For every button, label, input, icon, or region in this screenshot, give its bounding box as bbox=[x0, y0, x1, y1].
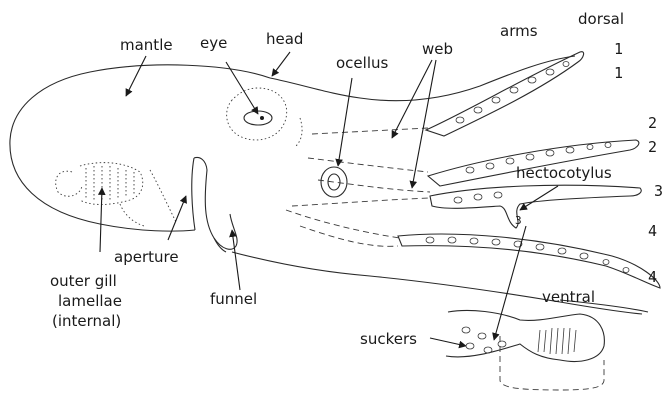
label-ventral: ventral bbox=[542, 288, 595, 306]
label-eye: eye bbox=[200, 34, 227, 52]
arrow-hectocotylus-inset bbox=[494, 226, 526, 340]
inset-lamellae bbox=[538, 328, 576, 354]
arm-3-suckers bbox=[454, 192, 502, 203]
inset-suckers bbox=[462, 327, 506, 353]
arm-number-1a: 1 bbox=[614, 40, 623, 58]
arm-3-hectocotylus bbox=[430, 185, 641, 228]
label-aperture: aperture bbox=[114, 248, 179, 266]
arm-number-4b: 4 bbox=[648, 268, 657, 286]
label-mantle: mantle bbox=[120, 36, 173, 54]
label-arms: arms bbox=[500, 22, 538, 40]
arm-4-suckers bbox=[426, 237, 629, 273]
arrow-aperture bbox=[168, 196, 186, 240]
arm-number-2a: 2 bbox=[648, 114, 657, 132]
label-suckers: suckers bbox=[360, 330, 417, 348]
arm-number-4a: 4 bbox=[648, 222, 657, 240]
label-web: web bbox=[422, 40, 453, 58]
arrow-mantle bbox=[126, 56, 146, 96]
arm-1-dorsal bbox=[426, 52, 584, 136]
pointer-arrows bbox=[100, 52, 558, 346]
arrow-hectocotylus bbox=[520, 186, 558, 210]
arm-number-3: 3 bbox=[654, 182, 663, 200]
arrow-ocellus bbox=[338, 78, 352, 166]
label-ocellus: ocellus bbox=[336, 54, 388, 72]
arm-number-2b: 2 bbox=[648, 138, 657, 156]
arm-number-3-small: 3 bbox=[515, 214, 522, 227]
eye-region bbox=[227, 88, 302, 146]
label-funnel: funnel bbox=[210, 290, 257, 308]
label-dorsal: dorsal bbox=[578, 10, 624, 28]
label-head: head bbox=[266, 30, 303, 48]
arrow-eye bbox=[226, 62, 258, 114]
arm-4-ventral bbox=[398, 234, 660, 288]
label-gill-line2: lamellae bbox=[58, 292, 122, 310]
label-gill-line1: outer gill bbox=[50, 272, 117, 290]
ocellus bbox=[321, 167, 347, 197]
arm-1-suckers bbox=[456, 62, 569, 124]
label-hectocotylus: hectocotylus bbox=[516, 164, 612, 182]
arrow-gill bbox=[100, 188, 102, 252]
arrow-suckers bbox=[430, 338, 466, 346]
label-gill-line3: (internal) bbox=[52, 312, 121, 330]
hectocotylus-inset bbox=[446, 310, 604, 390]
arrow-funnel bbox=[232, 230, 240, 290]
web-lines bbox=[286, 128, 430, 246]
arrow-head bbox=[272, 52, 290, 76]
arrow-web-lower bbox=[412, 60, 436, 188]
arm-number-1b: 1 bbox=[614, 64, 623, 82]
